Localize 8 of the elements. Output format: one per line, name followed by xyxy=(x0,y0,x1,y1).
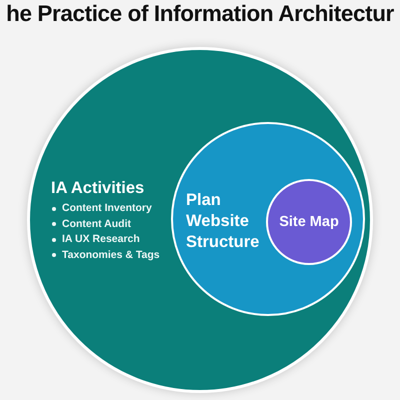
list-item: IA UX Research xyxy=(62,232,140,247)
title: he Practice of Information Architectur xyxy=(6,0,394,27)
circle-label: Plan Website Structure xyxy=(186,190,260,253)
circle-label: Site Map xyxy=(279,212,339,232)
list-item: Taxonomies & Tags xyxy=(62,248,160,262)
list-item: Content Inventory xyxy=(62,201,152,216)
list-item: Content Audit xyxy=(62,216,132,232)
section-heading: IA Activities xyxy=(51,178,144,198)
